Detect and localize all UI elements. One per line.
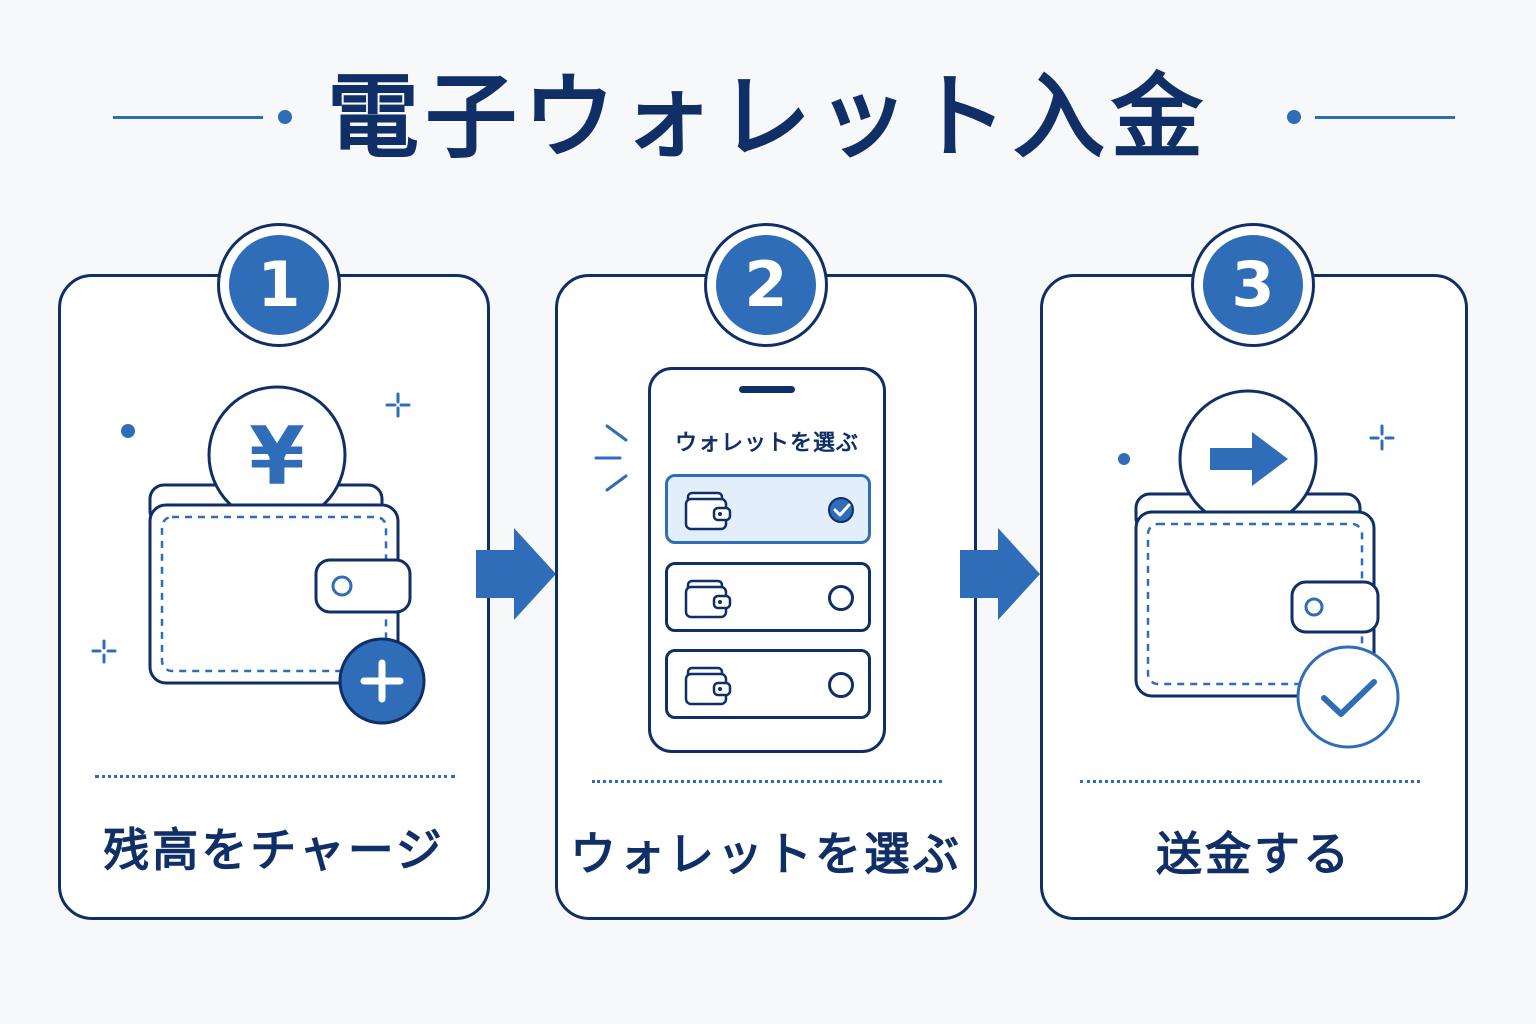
phone-screen-title: ウォレットを選ぶ — [674, 431, 859, 456]
smartphone-icon: ウォレットを選ぶ — [648, 367, 886, 753]
title-decoration-dot-left — [278, 110, 292, 124]
step-1-divider — [95, 775, 455, 778]
title-decoration-line-right — [1315, 116, 1455, 119]
step-badge-2: 2 — [704, 223, 828, 347]
step-badge-3: 3 — [1191, 223, 1315, 347]
step-badge-1: 1 — [217, 223, 341, 347]
step-2-divider — [592, 780, 942, 783]
wallet-icon — [148, 503, 412, 685]
arrow-right-icon — [1210, 432, 1288, 486]
step-1-label: 残高をチャージ — [103, 823, 445, 877]
check-icon — [833, 503, 851, 517]
wallet-option-3[interactable] — [665, 649, 871, 719]
title-decoration-dot-right — [1287, 110, 1301, 124]
step-number-1: 1 — [229, 235, 329, 335]
sparkle-plus-icon — [91, 639, 117, 664]
plus-icon — [338, 637, 426, 725]
arrow-right-icon — [476, 528, 556, 620]
step-3-divider — [1080, 780, 1420, 783]
arrow-right-icon — [960, 528, 1040, 620]
arrow-right-coin-icon — [1178, 389, 1318, 529]
phone-notch — [739, 386, 795, 393]
wallet-option-3-radio[interactable] — [828, 672, 854, 698]
sparkle-plus-icon — [385, 392, 411, 418]
sparkle-dot-icon — [1118, 453, 1130, 465]
step-2-label: ウォレットを選ぶ — [570, 827, 962, 881]
wallet-option-2-radio[interactable] — [828, 585, 854, 611]
title-decoration-line-left — [113, 116, 263, 119]
sparkle-plus-icon — [1369, 424, 1395, 451]
title-area: 電子ウォレット入金 — [0, 58, 1536, 178]
check-icon — [1296, 645, 1400, 749]
sparkle-lines-icon — [594, 424, 628, 492]
wallet-icon — [684, 491, 732, 531]
step-number-2: 2 — [716, 235, 816, 335]
wallet-option-1-radio[interactable] — [828, 497, 854, 523]
wallet-icon — [684, 579, 732, 619]
wallet-icon — [684, 666, 732, 706]
svg-text:¥: ¥ — [249, 410, 305, 503]
yen-coin-icon: ¥ — [207, 385, 347, 525]
page-title: 電子ウォレット入金 — [326, 64, 1209, 171]
step-3-label: 送金する — [1156, 827, 1352, 881]
step-number-3: 3 — [1203, 235, 1303, 335]
wallet-option-1[interactable] — [665, 474, 871, 544]
wallet-option-2[interactable] — [665, 562, 871, 632]
wallet-icon — [1134, 510, 1380, 698]
sparkle-dot-icon — [121, 424, 135, 438]
